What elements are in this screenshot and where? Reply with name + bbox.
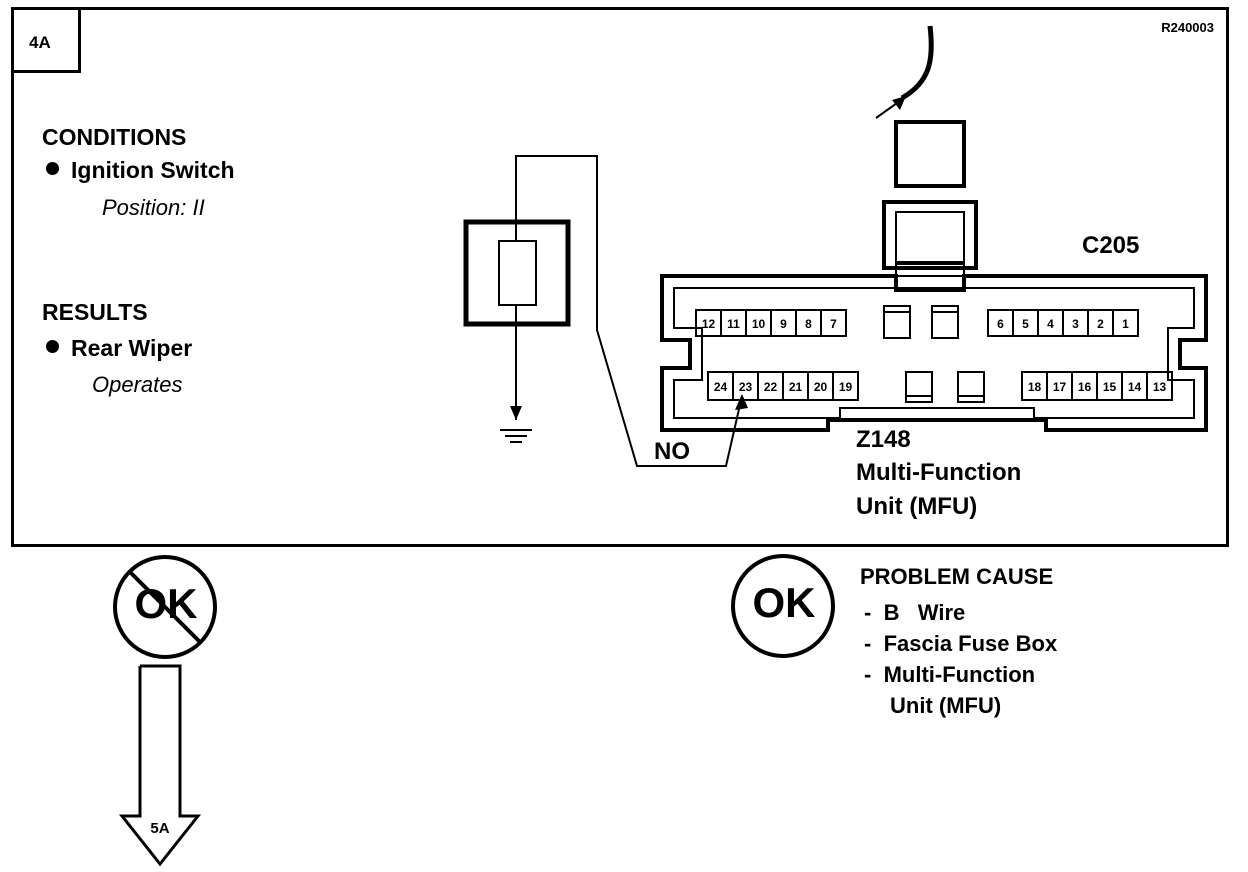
connector-latch-icon bbox=[882, 200, 978, 277]
bullet-icon bbox=[46, 162, 59, 175]
problem-cause-list: - B Wire - Fascia Fuse Box - Multi-Funct… bbox=[864, 600, 1057, 724]
pin-number: 22 bbox=[764, 380, 778, 394]
probe-pin-label: NO bbox=[654, 438, 690, 465]
results-item-text: Rear Wiper bbox=[71, 335, 193, 361]
pin-number: 7 bbox=[830, 317, 837, 331]
pin-number: 3 bbox=[1072, 317, 1079, 331]
results-heading: RESULTS bbox=[42, 299, 148, 325]
pin-number: 17 bbox=[1053, 380, 1067, 394]
pin-number: 5 bbox=[1022, 317, 1029, 331]
connector-body-inner bbox=[673, 287, 1195, 419]
pin-number: 24 bbox=[714, 380, 728, 394]
next-step-arrow-icon bbox=[118, 664, 202, 867]
pin-number: 12 bbox=[702, 317, 716, 331]
ok-label: OK bbox=[752, 579, 816, 626]
problem-cause-item: - Multi-Function bbox=[864, 662, 1036, 687]
ground-arrow-icon bbox=[510, 406, 522, 420]
pin-row-bottom-right: 18 17 16 15 14 13 bbox=[1021, 371, 1173, 401]
step-number-box: 4A bbox=[11, 7, 81, 73]
next-step-label: 5A bbox=[150, 820, 170, 837]
pin-number: 11 bbox=[727, 317, 740, 331]
pin-number: 10 bbox=[752, 317, 766, 331]
pin-cell bbox=[1112, 309, 1139, 337]
reference-code: R240003 bbox=[1161, 20, 1214, 35]
pin-number: 9 bbox=[780, 317, 787, 331]
pin-number: 6 bbox=[997, 317, 1004, 331]
pin-cell bbox=[820, 309, 847, 337]
not-ok-result-icon bbox=[113, 555, 217, 659]
pin-row-top-right: 6 5 4 3 2 1 bbox=[987, 309, 1139, 337]
pin-number: 18 bbox=[1028, 380, 1042, 394]
pin-number: 16 bbox=[1078, 380, 1092, 394]
probe-lead bbox=[515, 155, 743, 467]
bullet-icon bbox=[46, 340, 59, 353]
problem-cause-heading: PROBLEM CAUSE bbox=[860, 564, 1054, 589]
pin-number: 13 bbox=[1153, 380, 1167, 394]
pin-number: 2 bbox=[1097, 317, 1104, 331]
connector-id: C205 bbox=[1082, 232, 1140, 259]
problem-cause-item: - Fascia Fuse Box bbox=[864, 631, 1058, 656]
pin-number: 1 bbox=[1122, 317, 1129, 331]
test-step-panel bbox=[11, 7, 1229, 547]
conditions-item: Ignition Switch bbox=[46, 157, 235, 184]
problem-cause-item: - B Wire bbox=[864, 600, 966, 625]
pin-number: 21 bbox=[789, 380, 803, 394]
ok-result-icon bbox=[731, 554, 835, 658]
disconnect-arrow-icon bbox=[892, 96, 906, 110]
harness-wire bbox=[900, 25, 934, 101]
pin-cell bbox=[832, 371, 859, 401]
pin-number: 15 bbox=[1103, 380, 1117, 394]
problem-cause-continuation: Unit (MFU) bbox=[890, 693, 1002, 718]
pin-number: 19 bbox=[839, 380, 853, 394]
component-name-line2: Unit (MFU) bbox=[856, 493, 978, 520]
ground-symbol-icon bbox=[500, 429, 532, 443]
pin-row-top-left: 12 11 10 9 8 7 bbox=[695, 309, 847, 337]
not-ok-label: OK bbox=[134, 580, 198, 627]
probe-tip-arrow-icon bbox=[735, 394, 748, 410]
conditions-heading: CONDITIONS bbox=[42, 124, 187, 150]
pin-number: 4 bbox=[1047, 317, 1054, 331]
component-code: Z148 bbox=[856, 426, 911, 453]
results-item: Rear Wiper bbox=[46, 335, 192, 362]
pin-cell bbox=[1146, 371, 1173, 401]
pin-row-bottom-left: 24 23 22 21 20 19 bbox=[707, 371, 859, 401]
results-detail: Operates bbox=[92, 372, 183, 397]
component-name-line1: Multi-Function bbox=[856, 459, 1022, 486]
pin-number: 20 bbox=[814, 380, 828, 394]
connector-body bbox=[660, 274, 1208, 432]
conditions-detail: Position: II bbox=[102, 195, 205, 220]
pin-number: 23 bbox=[739, 380, 753, 394]
harness-connector-icon bbox=[894, 120, 966, 188]
conditions-item-text: Ignition Switch bbox=[71, 157, 235, 183]
step-number: 4A bbox=[29, 33, 51, 52]
pin-number: 14 bbox=[1128, 380, 1142, 394]
connector-key-slots bbox=[883, 305, 985, 403]
pin-number: 8 bbox=[805, 317, 812, 331]
